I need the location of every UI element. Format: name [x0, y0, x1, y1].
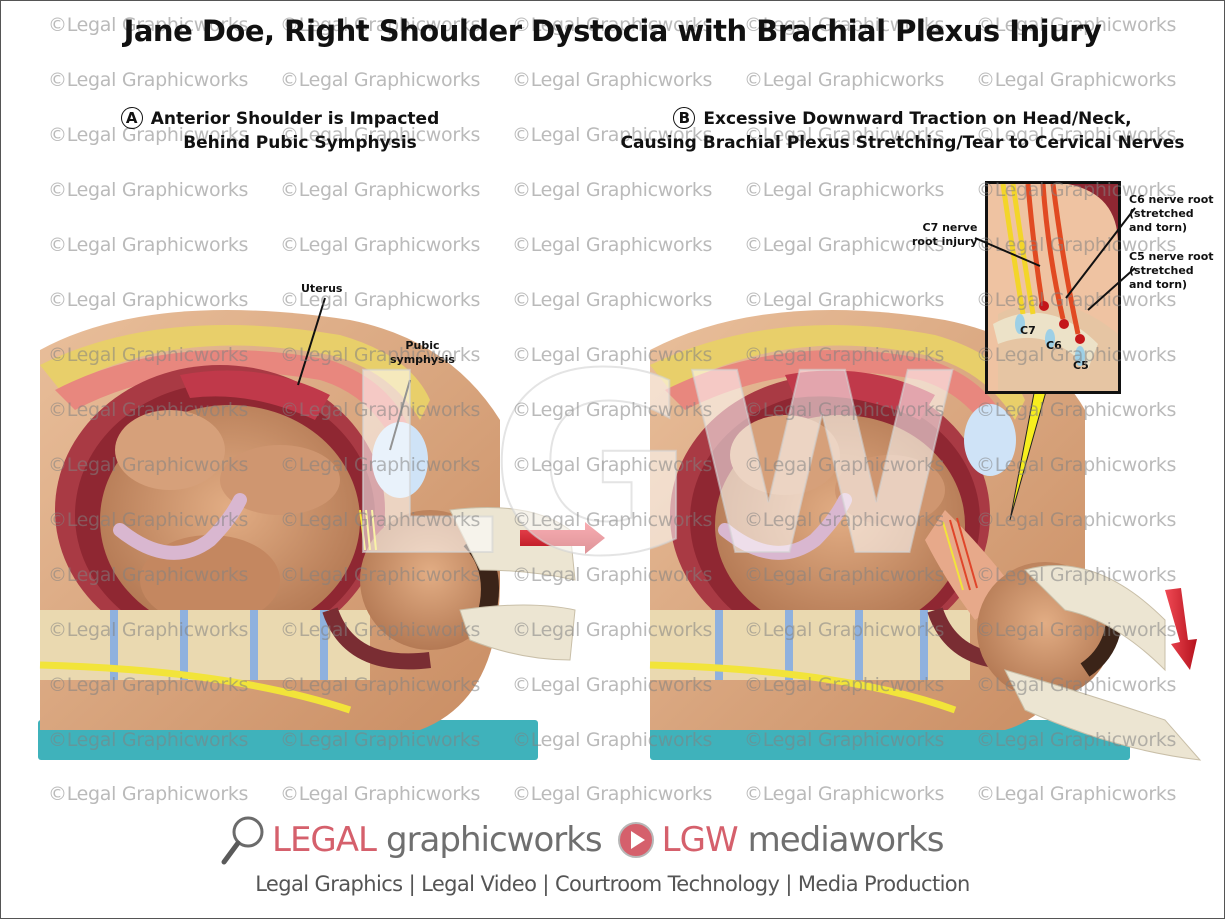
footer-tagline: Legal Graphics | Legal Video | Courtroom…	[255, 872, 970, 896]
brand-legal: LEGAL	[272, 820, 377, 860]
nerve-root-inset: C7 C6 C5	[985, 181, 1121, 394]
panel-a-letter-badge: A	[120, 107, 143, 129]
label-c7-line1: C7 nerve	[922, 221, 978, 234]
label-c6-line3: and torn)	[1129, 221, 1188, 234]
label-uterus: Uterus	[301, 282, 343, 295]
traction-arrow-right-icon	[520, 522, 605, 554]
label-pubic-symphysis-line2: symphysis	[390, 353, 455, 366]
shoulder-dystocia-impacted-illustration	[38, 297, 605, 760]
vertebra-c6-label: C6	[1046, 339, 1062, 352]
magnifier-icon	[221, 816, 264, 865]
label-c5-line1: C5 nerve root	[1129, 250, 1214, 263]
traction-arrow-down-icon	[1165, 588, 1197, 670]
label-c5-line2: (stretched	[1129, 264, 1194, 277]
label-pubic-symphysis: Pubic symphysis	[390, 339, 455, 367]
panel-b-heading-line1: Excessive Downward Traction on Head/Neck…	[703, 109, 1132, 129]
panel-b-heading-line2: Causing Brachial Plexus Stretching/Tear …	[620, 133, 1185, 153]
brand-graphicworks: graphicworks	[385, 820, 603, 860]
panel-b-illustration	[645, 290, 1225, 770]
label-pubic-symphysis-line1: Pubic	[405, 339, 440, 352]
panel-a-heading: A Anterior Shoulder is Impacted Behind Pu…	[110, 107, 450, 155]
brand-mediaworks: mediaworks	[747, 820, 945, 860]
panel-a-heading-line1: Anterior Shoulder is Impacted	[150, 109, 440, 129]
panel-a-illustration	[30, 280, 630, 770]
page-title: Jane Doe, Right Shoulder Dystocia with B…	[123, 14, 1102, 48]
play-button-icon	[617, 822, 654, 858]
label-c6-nerve-root: C6 nerve root (stretched and torn)	[1129, 193, 1214, 235]
downward-traction-illustration	[649, 310, 1202, 761]
label-c5-nerve-root: C5 nerve root (stretched and torn)	[1129, 250, 1214, 292]
label-c5-line3: and torn)	[1129, 278, 1188, 291]
label-c6-line1: C6 nerve root	[1129, 193, 1214, 206]
vertebra-c7-label: C7	[1020, 324, 1036, 337]
footer-brand: LEGAL graphicworks LGW mediaworks	[220, 815, 1020, 865]
label-c7-line2: root injury	[912, 235, 978, 248]
lgw-watermark-logo: LGW	[339, 319, 961, 612]
brand-lgw: LGW	[661, 820, 739, 860]
cervical-nerve-roots-closeup: C7 C6 C5	[988, 184, 1118, 391]
panel-b-heading: B Excessive Downward Traction on Head/Nec…	[620, 107, 1185, 155]
panel-b-letter-badge: B	[673, 107, 696, 129]
label-c6-line2: (stretched	[1129, 207, 1194, 220]
panel-a-heading-line2: Behind Pubic Symphysis	[183, 133, 417, 153]
vertebra-c5-label: C5	[1073, 359, 1089, 372]
label-c7-nerve-root: C7 nerve root injury	[912, 221, 977, 249]
